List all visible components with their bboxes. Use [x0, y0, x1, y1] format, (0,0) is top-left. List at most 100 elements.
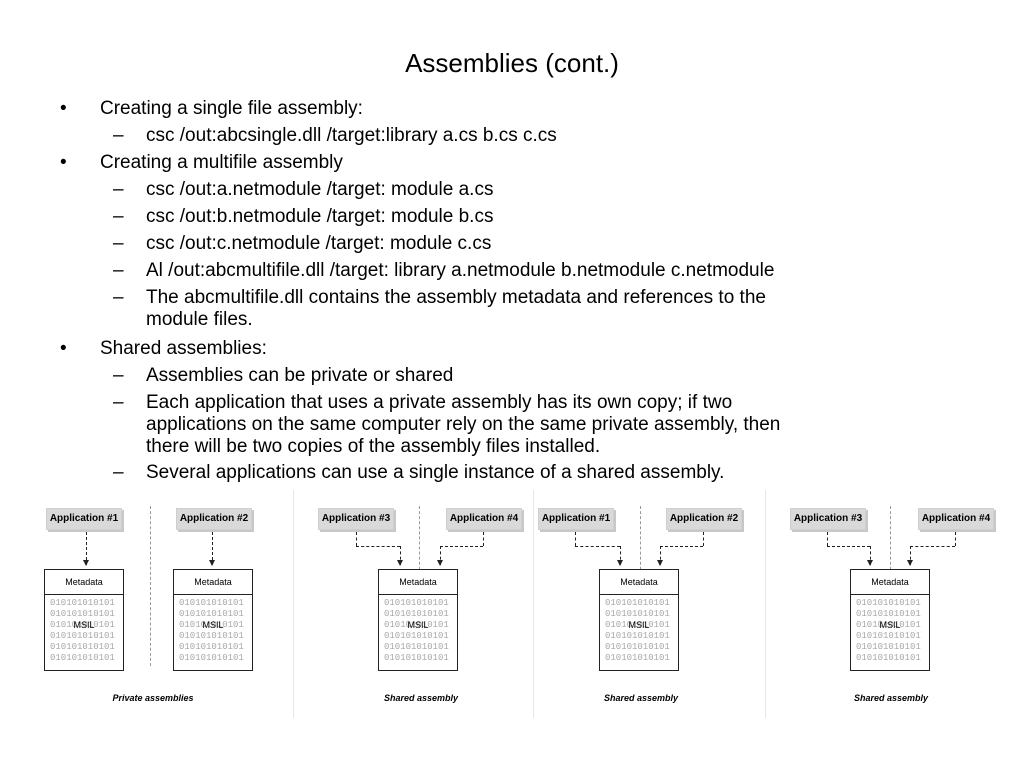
bullet-marker: –: [113, 365, 124, 386]
arrow-down: [907, 546, 913, 566]
arrow-down: [657, 546, 663, 566]
bullet-marker: –: [113, 179, 124, 200]
arrow-down: [867, 546, 873, 566]
arrow-down: [397, 546, 403, 566]
connector-line: [575, 546, 620, 547]
arrow-down: [437, 546, 443, 566]
msil-label: MSIL: [879, 620, 901, 630]
binary-line: 010101010101: [856, 653, 921, 663]
panel-divider: [533, 490, 534, 718]
assembly-box: Metadata 010101010101 010101010101 01010…: [599, 569, 679, 671]
binary-line: 010101010101: [50, 620, 115, 630]
bullet-marker: •: [60, 338, 67, 359]
connector-line: [440, 546, 483, 547]
connector-line: [483, 532, 484, 546]
binary-line: 010101010101: [605, 609, 670, 619]
arrow-down: [209, 532, 215, 566]
bullet-marker: •: [60, 152, 67, 173]
arrow-down: [83, 532, 89, 566]
binary-line: 010101010101: [179, 598, 244, 608]
binary-line: 010101010101: [384, 653, 449, 663]
diagram-caption: Private assemblies: [112, 693, 194, 703]
bullet-marker: –: [113, 287, 124, 308]
binary-line: 010101010101: [50, 631, 115, 641]
assembly-box: Metadata 010101010101 010101010101 01010…: [44, 569, 124, 671]
connector-line: [827, 532, 828, 546]
binary-line: 010101010101: [50, 609, 115, 619]
sub-bullet-item: Al /out:abcmultifile.dll /target: librar…: [146, 260, 775, 281]
binary-line: 010101010101: [179, 609, 244, 619]
assembly-diagrams: Application #1 Application #2 Metadata 0…: [0, 490, 1024, 730]
binary-line: 010101010101: [384, 609, 449, 619]
diagram-caption: Shared assembly: [853, 693, 929, 703]
connector-line: [910, 546, 955, 547]
sub-bullet-item: csc /out:c.netmodule /target: module c.c…: [146, 233, 492, 254]
slide-title: Assemblies (cont.): [405, 48, 619, 78]
app-box: Application #3: [790, 508, 866, 530]
binary-line: 010101010101: [605, 653, 670, 663]
metadata-label: Metadata: [379, 570, 457, 595]
sub-bullet-item: csc /out:a.netmodule /target: module a.c…: [146, 179, 494, 200]
msil-label: MSIL: [73, 620, 95, 630]
bullet-item: Shared assemblies:: [100, 338, 267, 359]
binary-line: 010101010101: [856, 620, 921, 630]
app-box: Application #4: [918, 508, 994, 530]
binary-line: 010101010101: [179, 620, 244, 630]
bullet-marker: •: [60, 98, 67, 119]
app-box: Application #1: [46, 508, 122, 530]
bullet-marker: –: [113, 233, 124, 254]
binary-line: 010101010101: [856, 631, 921, 641]
panel-divider: [293, 490, 294, 718]
binary-block: 010101010101 010101010101 010101010101 0…: [45, 595, 123, 664]
binary-block: 010101010101 010101010101 010101010101 0…: [174, 595, 252, 664]
bullet-item: Creating a single file assembly:: [100, 98, 363, 119]
assembly-box: Metadata 010101010101 010101010101 01010…: [173, 569, 253, 671]
diagram-caption: Shared assembly: [603, 693, 679, 703]
bullet-marker: –: [113, 260, 124, 281]
bullet-item: Creating a multifile assembly: [100, 152, 343, 173]
sub-bullet-item: The abcmultifile.dll contains the assemb…: [146, 287, 766, 330]
binary-line: 010101010101: [179, 631, 244, 641]
app-box: Application #1: [538, 508, 614, 530]
binary-line: 010101010101: [384, 642, 449, 652]
bullet-marker: –: [113, 392, 124, 413]
sub-bullet-item: Each application that uses a private ass…: [146, 392, 781, 457]
app-box: Application #4: [446, 508, 522, 530]
binary-block: 010101010101 010101010101 010101010101 0…: [379, 595, 457, 664]
binary-line: 010101010101: [384, 598, 449, 608]
binary-line: 010101010101: [50, 642, 115, 652]
binary-line: 010101010101: [384, 620, 449, 630]
binary-line: 010101010101: [179, 653, 244, 663]
connector-line: [356, 546, 400, 547]
connector-line: [660, 546, 703, 547]
arrow-down: [617, 546, 623, 566]
diagram-caption: Shared assembly: [383, 693, 459, 703]
binary-line: 010101010101: [50, 598, 115, 608]
connector-line: [955, 532, 956, 546]
bullet-list: • Creating a single file assembly: – csc…: [60, 98, 781, 483]
binary-line: 010101010101: [856, 642, 921, 652]
sub-bullet-item: Assemblies can be private or shared: [146, 365, 454, 386]
binary-line: 010101010101: [384, 631, 449, 641]
msil-label: MSIL: [407, 620, 429, 630]
assembly-box: Metadata 010101010101 010101010101 01010…: [378, 569, 458, 671]
app-box: Application #3: [318, 508, 394, 530]
binary-line: 010101010101: [50, 653, 115, 663]
binary-line: 010101010101: [605, 598, 670, 608]
panel-divider: [765, 490, 766, 718]
metadata-label: Metadata: [851, 570, 929, 595]
assembly-box: Metadata 010101010101 010101010101 01010…: [850, 569, 930, 671]
msil-label: MSIL: [628, 620, 650, 630]
binary-line: 010101010101: [605, 631, 670, 641]
connector-line: [575, 532, 576, 546]
metadata-label: Metadata: [174, 570, 252, 595]
binary-line: 010101010101: [179, 642, 244, 652]
binary-block: 010101010101 010101010101 010101010101 0…: [851, 595, 929, 664]
binary-line: 010101010101: [856, 609, 921, 619]
binary-block: 010101010101 010101010101 010101010101 0…: [600, 595, 678, 664]
sub-bullet-item: Several applications can use a single in…: [146, 462, 725, 483]
binary-line: 010101010101: [856, 598, 921, 608]
connector-line: [703, 532, 704, 546]
binary-line: 010101010101: [605, 620, 670, 630]
app-box: Application #2: [176, 508, 252, 530]
